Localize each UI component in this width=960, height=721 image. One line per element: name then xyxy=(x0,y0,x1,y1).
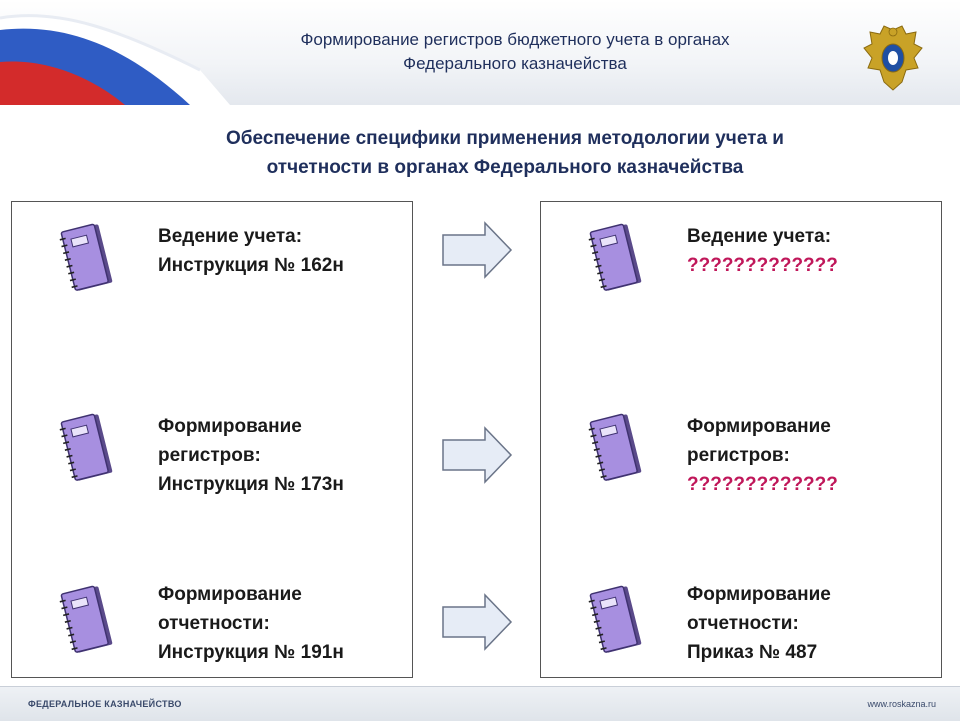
right-item-accounting: Ведение учета: ????????????? xyxy=(541,222,941,322)
right-panel: Ведение учета: ????????????? Формировани… xyxy=(540,201,942,678)
placeholder-question-marks: ????????????? xyxy=(687,474,838,495)
right-item-accounting-text: Ведение учета: ????????????? xyxy=(687,222,937,280)
item-line: Инструкция № 162н xyxy=(158,255,344,276)
right-item-reporting: Формирование отчетности: Приказ № 487 xyxy=(541,580,941,680)
subtitle-line1: Обеспечение специфики применения методол… xyxy=(226,128,784,149)
item-line: отчетности: xyxy=(158,613,270,634)
item-line: Ведение учета: xyxy=(158,226,303,247)
item-line: Формирование xyxy=(687,416,831,437)
notebook-icon xyxy=(588,223,642,291)
item-line: регистров: xyxy=(687,445,790,466)
notebook-icon xyxy=(588,585,642,653)
notebook-icon xyxy=(59,223,113,291)
item-line: Инструкция № 173н xyxy=(158,474,344,495)
footer-website: www.roskazna.ru xyxy=(867,699,936,709)
flag-icon xyxy=(0,14,230,105)
left-item-registers-text: Формирование регистров: Инструкция № 173… xyxy=(158,412,408,499)
left-item-reporting: Формирование отчетности: Инструкция № 19… xyxy=(12,580,412,680)
arrow-right-icon xyxy=(442,221,513,279)
arrow-right-icon xyxy=(442,426,513,484)
right-item-registers: Формирование регистров: ????????????? xyxy=(541,412,941,512)
subtitle-line2: отчетности в органах Федерального казнач… xyxy=(266,157,744,178)
header-title-line2: Федерального казначейства xyxy=(403,54,627,73)
item-line: отчетности: xyxy=(687,613,799,634)
notebook-icon xyxy=(59,585,113,653)
right-item-registers-text: Формирование регистров: ????????????? xyxy=(687,412,937,499)
item-line: регистров: xyxy=(158,445,261,466)
header-title: Формирование регистров бюджетного учета … xyxy=(220,28,810,76)
item-line: Ведение учета: xyxy=(687,226,832,247)
left-item-reporting-text: Формирование отчетности: Инструкция № 19… xyxy=(158,580,408,667)
left-item-accounting: Ведение учета: Инструкция № 162н xyxy=(12,222,412,322)
item-line: Формирование xyxy=(687,584,831,605)
placeholder-question-marks: ????????????? xyxy=(687,255,838,276)
notebook-icon xyxy=(588,413,642,481)
header-title-line1: Формирование регистров бюджетного учета … xyxy=(300,30,730,49)
arrow-right-icon xyxy=(442,593,513,651)
left-item-registers: Формирование регистров: Инструкция № 173… xyxy=(12,412,412,512)
right-item-reporting-text: Формирование отчетности: Приказ № 487 xyxy=(687,580,937,667)
item-line: Формирование xyxy=(158,416,302,437)
slide-header: Формирование регистров бюджетного учета … xyxy=(0,0,960,105)
emblem-icon xyxy=(863,25,923,91)
footer-organization: ФЕДЕРАЛЬНОЕ КАЗНАЧЕЙСТВО xyxy=(28,699,182,709)
item-line: Инструкция № 191н xyxy=(158,642,344,663)
slide-footer: ФЕДЕРАЛЬНОЕ КАЗНАЧЕЙСТВО www.roskazna.ru xyxy=(0,686,960,721)
slide-subtitle: Обеспечение специфики применения методол… xyxy=(100,124,910,182)
left-item-accounting-text: Ведение учета: Инструкция № 162н xyxy=(158,222,408,280)
left-panel: Ведение учета: Инструкция № 162н Формиро… xyxy=(11,201,413,678)
item-line: Приказ № 487 xyxy=(687,642,818,663)
item-line: Формирование xyxy=(158,584,302,605)
notebook-icon xyxy=(59,413,113,481)
